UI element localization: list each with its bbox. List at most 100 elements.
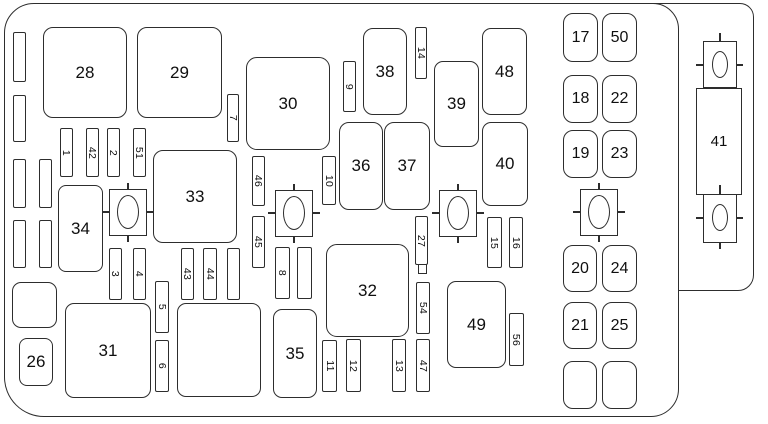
power-outlet-ellipse <box>447 196 469 230</box>
fuse-label: 39 <box>447 94 466 113</box>
relay-box-39: 39 <box>434 61 479 147</box>
mini-fuse-47: 47 <box>416 339 430 392</box>
mini-fuse-1: 1 <box>60 128 73 177</box>
fuse-17: 17 <box>563 13 598 62</box>
fuse-label: 38 <box>375 61 395 81</box>
mini-fuse-14: 14 <box>415 27 427 79</box>
fuse-21: 21 <box>563 302 597 349</box>
mini-fuse-blank <box>13 159 26 208</box>
fuse-label: 15 <box>488 236 501 249</box>
mega-fuse-41: 41 <box>696 88 742 195</box>
mega-fuse-top-terminal-ellipse <box>712 51 728 78</box>
mini-fuse-7: 7 <box>227 94 239 142</box>
fuse-18: 18 <box>563 75 598 123</box>
power-outlet-ellipse <box>588 195 610 229</box>
relay-box-30: 30 <box>246 57 330 150</box>
fuse-label: 18 <box>571 90 590 107</box>
fuse-label: 4 <box>133 270 146 278</box>
fuse-label: 29 <box>170 62 189 82</box>
fuse-label: 12 <box>347 359 360 372</box>
mini-fuse-46: 46 <box>252 156 265 206</box>
fuse-label: 23 <box>610 145 629 162</box>
relay-box-36: 36 <box>339 122 383 210</box>
mini-fuse-blank <box>13 32 26 82</box>
relay-box-35: 35 <box>273 309 317 398</box>
mini-fuse-blank <box>39 159 52 208</box>
mini-fuse-11: 11 <box>322 340 337 392</box>
fuse-label: 47 <box>417 359 429 372</box>
relay-box-37: 37 <box>384 122 430 210</box>
fuse-label: 44 <box>204 267 216 281</box>
fuse-label: 37 <box>397 156 417 175</box>
mini-fuse-4: 4 <box>133 248 146 300</box>
mini-fuse-45: 45 <box>252 216 265 268</box>
fuse-20: 20 <box>563 245 597 292</box>
fuse-label: 2 <box>107 149 120 156</box>
fuse-label: 42 <box>86 146 99 159</box>
fuse-label: 1 <box>60 149 73 156</box>
mini-fuse-16: 16 <box>509 217 523 268</box>
mini-fuse-5: 5 <box>155 281 169 333</box>
mini-fuse-44: 44 <box>203 248 217 300</box>
fuse-23: 23 <box>602 130 637 178</box>
relay-box-blank <box>12 282 57 328</box>
fuse-label: 34 <box>71 218 90 238</box>
relay-box-31: 31 <box>65 303 151 398</box>
fuse-label: 46 <box>252 174 265 188</box>
mini-fuse-blank <box>227 248 240 300</box>
mini-fuse-blank <box>13 95 26 142</box>
fuse-22: 22 <box>602 75 637 123</box>
mini-fuse-27: 27 <box>415 216 428 265</box>
mini-fuse-blank <box>39 220 52 268</box>
fuse-label: 6 <box>155 362 168 370</box>
fuse-label: 3 <box>109 270 122 278</box>
fuse-label: 14 <box>415 46 427 60</box>
fuse-label: 21 <box>571 316 589 334</box>
fuse-label: 32 <box>358 280 377 300</box>
mini-fuse-51: 51 <box>133 128 146 177</box>
fuse-label: 36 <box>351 156 371 175</box>
fuse-label: 45 <box>252 235 265 249</box>
fuse-label: 50 <box>610 28 629 46</box>
mini-fuse-blank <box>297 247 312 299</box>
mini-fuse-42: 42 <box>86 128 99 177</box>
mini-fuse-8: 8 <box>275 247 290 299</box>
fuse-label: 28 <box>75 62 95 82</box>
relay-box-34: 34 <box>58 185 103 272</box>
fuse-19: 19 <box>563 130 598 178</box>
relay-box-28: 28 <box>43 27 127 118</box>
fuse-label: 31 <box>98 340 118 360</box>
fuse-label: 40 <box>495 154 515 173</box>
mini-fuse-12: 12 <box>346 339 361 392</box>
mini-fuse-3: 3 <box>109 248 122 300</box>
mini-fuse-56: 56 <box>509 313 524 366</box>
mini-fuse-10: 10 <box>322 156 336 205</box>
fuse-blank <box>602 361 637 409</box>
mega-fuse-top-terminal <box>703 41 737 88</box>
fuse-label: 17 <box>571 28 590 46</box>
fuse-label: 49 <box>467 314 486 334</box>
fuse-label: 25 <box>610 316 629 334</box>
fuse-label: 30 <box>278 93 298 113</box>
fuse-label: 8 <box>276 269 289 277</box>
fuse-label: 41 <box>710 133 728 150</box>
fuse-label: 5 <box>155 303 168 311</box>
fuse-label: 13 <box>393 359 405 372</box>
relay-box-49: 49 <box>447 281 506 368</box>
fuse-label: 10 <box>323 174 335 187</box>
fuse-label: 24 <box>610 259 629 277</box>
fuse-label: 11 <box>323 360 336 372</box>
mini-fuse-13: 13 <box>392 339 406 392</box>
mini-fuse-43: 43 <box>181 248 194 300</box>
mini-fuse-2: 2 <box>107 128 120 177</box>
fuse-label: 16 <box>510 236 522 249</box>
mini-fuse-15: 15 <box>487 217 502 268</box>
fuse-label: 48 <box>495 61 514 81</box>
fuse-label: 33 <box>185 186 205 206</box>
relay-box-29: 29 <box>137 27 222 118</box>
relay-box-48: 48 <box>482 28 527 115</box>
relay-box-26: 26 <box>19 338 53 386</box>
mini-fuse-9: 9 <box>343 61 356 112</box>
fuse-label: 56 <box>510 333 523 346</box>
